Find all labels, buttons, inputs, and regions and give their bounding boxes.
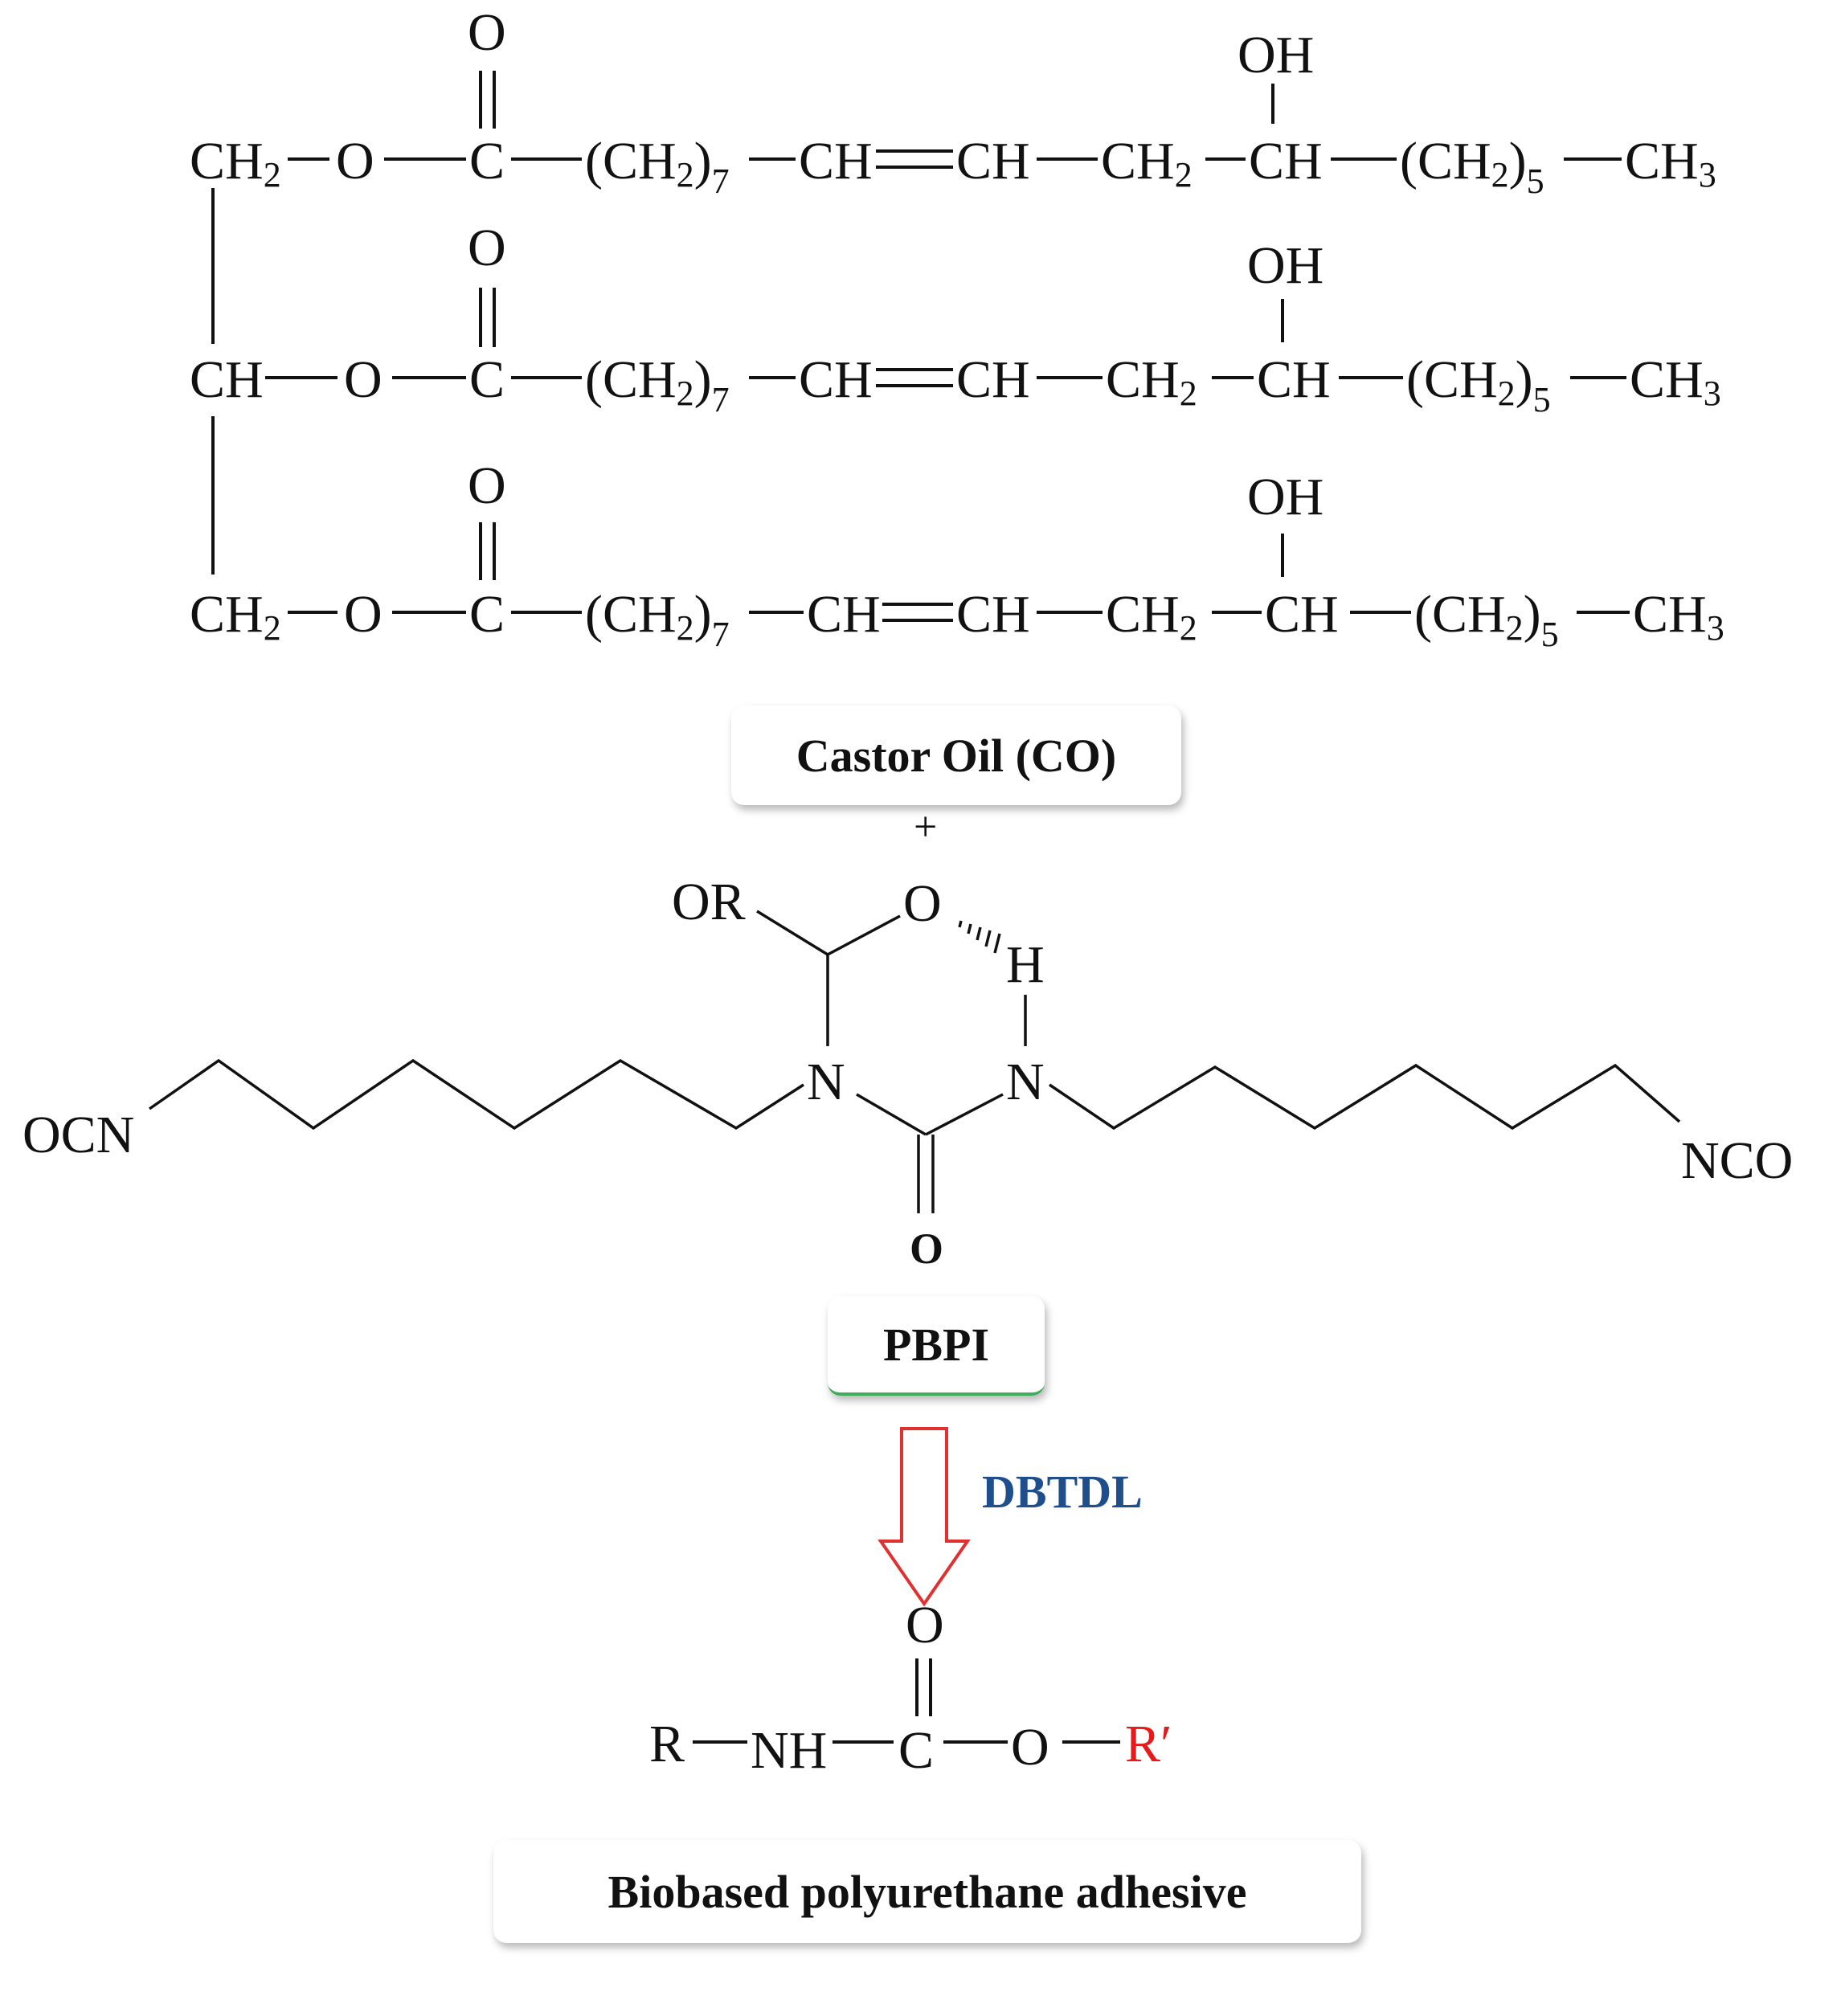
- methylene-carbon: CH2: [1106, 350, 1197, 413]
- urea-nitrogen-right: N: [1006, 1053, 1045, 1111]
- plus-sign: +: [914, 804, 937, 850]
- fatty-acid-row-1: CH2 O C O (CH2)7 CH CH CH2 CH OH (CH2)5 …: [190, 3, 1716, 201]
- pbpi-label: PBPI: [828, 1296, 1045, 1396]
- fatty-acid-row-3: CH2 O C O (CH2)7 CH CH CH2 CH OH (CH2)5 …: [190, 456, 1724, 654]
- castor-oil-label: Castor Oil (CO): [731, 705, 1181, 805]
- carbonyl-oxygen: O: [468, 3, 506, 62]
- carbonyl-oxygen: O: [468, 456, 506, 515]
- carbonyl-carbon: C: [469, 350, 505, 409]
- heptamethylene-chain: (CH2)7: [585, 585, 730, 654]
- alkene-carbon-b: CH: [956, 132, 1030, 190]
- alkoxy-group: OR: [672, 873, 746, 931]
- isocyanate-right: NCO: [1681, 1131, 1793, 1190]
- heptamethylene-chain: (CH2)7: [585, 132, 730, 201]
- right-alkyl-chain: [1049, 1063, 1681, 1131]
- carbonyl-carbon: C: [469, 132, 505, 190]
- alkene-carbon-b: CH: [956, 585, 1030, 644]
- ester-oxygen: O: [336, 132, 374, 190]
- left-alkyl-chain: [148, 1058, 804, 1131]
- hydrogen-bond: [958, 920, 1001, 954]
- carbamate-ester-oxygen: O: [1011, 1718, 1049, 1777]
- ester-oxygen: O: [344, 350, 383, 409]
- pentamethylene-chain: (CH2)5: [1400, 132, 1544, 201]
- hydroxyl-carbon: CH: [1249, 132, 1323, 190]
- carbonyl-oxygen: O: [468, 219, 506, 277]
- backbone-carbon-1: CH2: [190, 132, 281, 194]
- product-label-text: Biobased polyurethane adhesive: [608, 1865, 1247, 1918]
- pbpi-label-text: PBPI: [882, 1318, 990, 1371]
- carbamate-carbon: C: [898, 1721, 934, 1780]
- urea-carbonyl-oxygen: O: [910, 1225, 943, 1273]
- backbone-carbon-2: CH: [190, 350, 264, 409]
- ring-oxygen: O: [903, 874, 942, 933]
- isocyanate-left: OCN: [23, 1106, 134, 1164]
- pentamethylene-chain: (CH2)5: [1406, 350, 1551, 419]
- hydroxyl-carbon: CH: [1257, 350, 1331, 409]
- alkene-carbon-a: CH: [807, 585, 881, 644]
- methylene-carbon: CH2: [1101, 132, 1193, 194]
- hydroxyl-carbon: CH: [1265, 585, 1339, 644]
- castor-oil-structure: CH2 O C O (CH2)7 CH CH CH2 CH OH (CH2)5 …: [190, 3, 1724, 654]
- ester-oxygen: O: [344, 585, 383, 644]
- alkene-carbon-a: CH: [799, 132, 873, 190]
- carbonyl-carbon: C: [469, 585, 505, 644]
- hydrogen-atom: H: [1006, 935, 1045, 994]
- catalyst-label: DBTDL: [982, 1466, 1143, 1518]
- reaction-arrow: [878, 1427, 971, 1607]
- fatty-acid-row-2: CH O C O (CH2)7 CH CH CH2 CH OH (CH2)5 C…: [190, 219, 1721, 419]
- urea-nitrogen-left: N: [807, 1053, 845, 1111]
- alkene-carbon-a: CH: [799, 350, 873, 409]
- castor-oil-label-text: Castor Oil (CO): [796, 729, 1117, 782]
- methylene-carbon: CH2: [1106, 585, 1197, 648]
- pbpi-structure: OR O H N N O OCN NCO: [23, 873, 1793, 1273]
- carbamate-carbonyl-oxygen: O: [906, 1596, 944, 1654]
- hydroxyl-group: OH: [1238, 26, 1314, 84]
- urethane-product: R NH C O O R′: [649, 1596, 1172, 1780]
- r-prime-group: R′: [1125, 1715, 1172, 1773]
- backbone-carbon-3: CH2: [190, 585, 281, 648]
- nh-group: NH: [751, 1721, 827, 1780]
- hydroxyl-group: OH: [1247, 236, 1323, 295]
- product-label: Biobased polyurethane adhesive: [493, 1840, 1361, 1943]
- terminal-methyl: CH3: [1625, 132, 1716, 194]
- r-group: R: [649, 1715, 685, 1773]
- hydroxyl-group: OH: [1247, 468, 1323, 526]
- heptamethylene-chain: (CH2)7: [585, 350, 730, 419]
- alkene-carbon-b: CH: [956, 350, 1030, 409]
- pentamethylene-chain: (CH2)5: [1414, 585, 1559, 654]
- terminal-methyl: CH3: [1633, 585, 1724, 648]
- terminal-methyl: CH3: [1630, 350, 1721, 413]
